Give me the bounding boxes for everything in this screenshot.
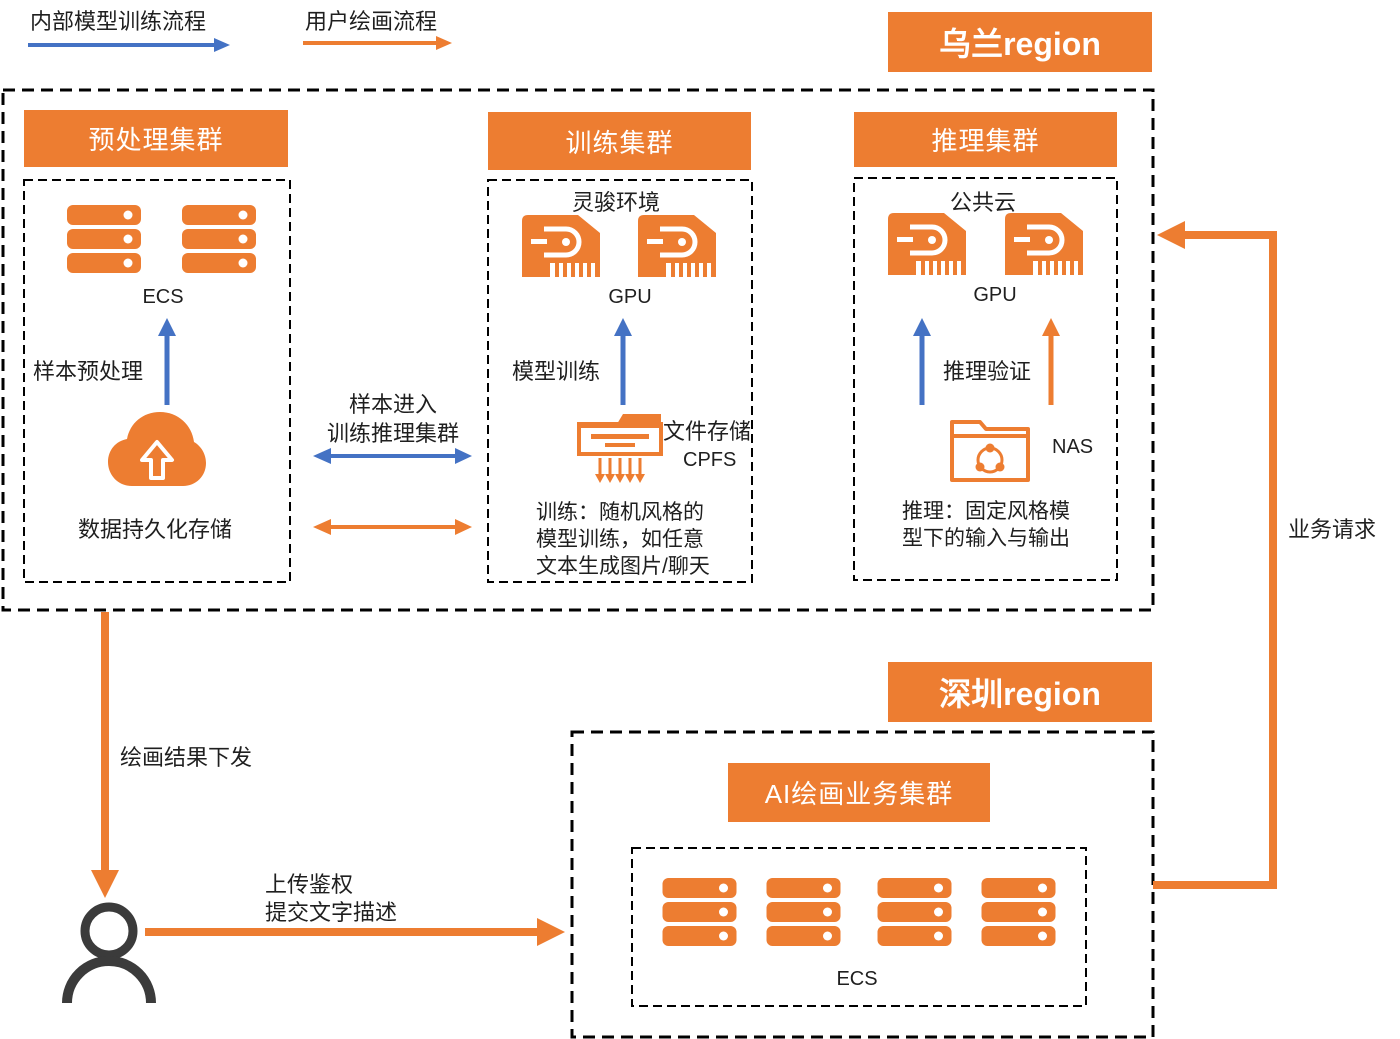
legend-user-flow-arrow — [303, 36, 452, 50]
inference-user-flow-arrow — [1042, 318, 1060, 405]
training-description-line-1: 训练：随机风格的 — [536, 501, 704, 524]
transfer-label-line-1: 样本进入 — [348, 392, 437, 417]
cluster-title-training: 训练集群 — [488, 112, 751, 170]
legend-user-flow-label: 用户绘画流程 — [305, 9, 438, 34]
cluster-title-preprocess: 预处理集群 — [24, 110, 288, 167]
preprocess-server-label: ECS — [142, 286, 184, 308]
result-delivery-arrow — [91, 612, 119, 898]
ai-cluster-server-label: ECS — [836, 968, 878, 990]
cluster-box-preprocess — [23, 179, 291, 583]
cluster-box-training — [487, 179, 753, 583]
inference-step-label: 推理验证 — [943, 359, 1032, 384]
inference-storage-type: NAS — [1052, 436, 1094, 458]
business-request-label: 业务请求 — [1288, 517, 1377, 542]
user-upload-arrow — [145, 918, 565, 946]
training-description-line-2: 模型训练，如任意 — [536, 528, 704, 551]
user-upload-label-line-1: 上传鉴权 — [265, 872, 354, 897]
training-description-line-3: 文本生成图片/聊天 — [536, 555, 710, 578]
cluster-box-inference — [853, 177, 1118, 581]
region-label-shenzhen: 深圳region — [888, 662, 1152, 722]
user-icon — [62, 902, 156, 1004]
legend-internal-flow-arrow — [28, 38, 230, 52]
gpu-icon — [888, 213, 966, 275]
transfer-internal-flow-arrow — [313, 448, 472, 464]
region-box-wulan — [1, 88, 1155, 612]
training-environment-label: 灵骏环境 — [572, 190, 661, 215]
inference-description-line-1: 推理：固定风格模 — [902, 500, 1070, 523]
server-icon — [766, 878, 841, 946]
training-gpu-label: GPU — [608, 286, 652, 308]
cluster-box-ai-painting — [631, 847, 1087, 1007]
inference-internal-flow-arrow — [913, 318, 931, 405]
training-step-label: 模型训练 — [512, 359, 601, 384]
legend-internal-flow-label: 内部模型训练流程 — [30, 9, 207, 34]
business-request-arrow — [1153, 221, 1277, 889]
result-delivery-label: 绘画结果下发 — [120, 745, 253, 770]
inference-environment-label: 公共云 — [950, 190, 1017, 215]
server-icon — [662, 878, 737, 946]
gpu-icon — [522, 215, 600, 277]
preprocess-flow-arrow — [158, 318, 176, 405]
preprocess-storage-label: 数据持久化存储 — [78, 517, 233, 542]
server-icon — [67, 205, 141, 273]
transfer-label-line-2: 训练推理集群 — [326, 421, 459, 446]
inference-description-line-2: 型下的输入与输出 — [902, 527, 1070, 550]
region-label-wulan: 乌兰region — [888, 12, 1152, 72]
training-flow-arrow — [614, 318, 632, 405]
gpu-icon — [638, 215, 716, 277]
inference-gpu-label: GPU — [973, 284, 1017, 306]
nas-icon — [950, 420, 1030, 482]
file-storage-icon — [577, 412, 663, 485]
user-upload-label-line-2: 提交文字描述 — [265, 900, 398, 925]
server-icon — [877, 878, 952, 946]
preprocess-step-label: 样本预处理 — [33, 359, 144, 384]
server-icon — [182, 205, 256, 273]
gpu-icon — [1005, 213, 1083, 275]
transfer-user-flow-arrow — [313, 519, 472, 535]
training-storage-type: CPFS — [683, 449, 737, 471]
training-storage-label: 文件存储 — [663, 419, 752, 444]
cluster-title-ai-painting: AI绘画业务集群 — [728, 763, 990, 822]
server-icon — [981, 878, 1056, 946]
cluster-title-inference: 推理集群 — [854, 112, 1117, 167]
cloud-upload-icon — [108, 410, 206, 486]
